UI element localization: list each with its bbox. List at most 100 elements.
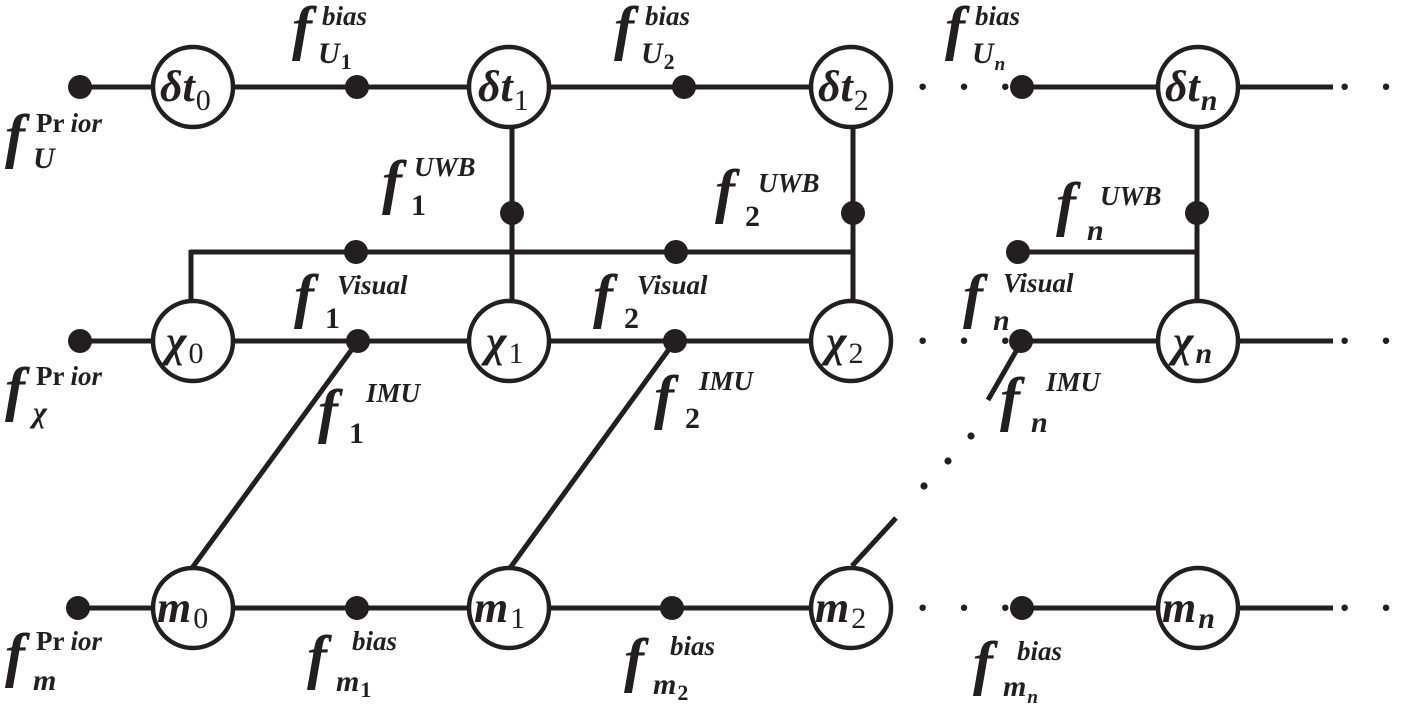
- svg-text:χ: χ: [29, 396, 48, 429]
- node-dt0: [150, 44, 236, 130]
- factor-label-uwb-n: f UWB n: [1056, 171, 1162, 247]
- svg-text:Visual: Visual: [637, 270, 708, 300]
- node-m0: [150, 565, 236, 651]
- svg-text:f: f: [654, 364, 679, 430]
- svg-text:mn: mn: [1003, 670, 1038, 708]
- ellipsis-bot-mid: · · ·: [916, 585, 1021, 630]
- svg-text:IMU: IMU: [1045, 367, 1102, 397]
- diagonal-ellipsis: [920, 432, 975, 490]
- svg-text:f: f: [1000, 366, 1025, 432]
- node-m2-label: m2: [815, 583, 866, 635]
- svg-text:1: 1: [325, 302, 340, 335]
- node-m2: [808, 565, 894, 651]
- factor-dot-bias-m2: [660, 596, 684, 620]
- factor-dot-uwb-1: [500, 201, 524, 225]
- ellipses: · · · · · · · · · · · · · · · · · ·: [916, 64, 1421, 630]
- variable-nodes: [150, 44, 1241, 651]
- factor-dot-bias-u2: [672, 75, 696, 99]
- factor-label-visual-1: f Visual 1: [294, 263, 408, 335]
- svg-text:f: f: [5, 103, 30, 169]
- svg-text:IMU: IMU: [698, 366, 755, 396]
- svg-text:f: f: [614, 0, 639, 61]
- factor-dot-visual-bar-2: [664, 240, 688, 264]
- node-m0-label: m0: [157, 583, 208, 635]
- svg-text:bias: bias: [975, 1, 1020, 31]
- svg-text:f: f: [1056, 171, 1081, 237]
- svg-text:f: f: [292, 0, 317, 61]
- factor-dot-imu-1: [346, 329, 370, 353]
- factor-label-visual-2: f Visual 2: [593, 263, 708, 335]
- svg-text:m1: m1: [336, 665, 371, 702]
- factor-label-imu-1: f IMU 1: [318, 378, 422, 450]
- svg-text:f: f: [624, 627, 649, 693]
- factor-dot-bias-un: [1010, 75, 1034, 99]
- factor-dot-bias-m1: [345, 596, 369, 620]
- svg-text:Visual: Visual: [1003, 268, 1074, 298]
- factor-dots: [66, 75, 1209, 620]
- svg-text:2: 2: [624, 302, 639, 335]
- node-mn: [1155, 565, 1241, 651]
- node-m1: [466, 565, 552, 651]
- node-x2: [808, 298, 894, 384]
- svg-text:UWB: UWB: [758, 168, 820, 198]
- node-m1-label: m1: [474, 583, 525, 635]
- svg-text:bias: bias: [352, 626, 397, 656]
- svg-text:f: f: [5, 622, 30, 688]
- factor-dot-uwb-n: [1185, 201, 1209, 225]
- node-dt1-label: δt1: [478, 62, 529, 117]
- svg-text:f: f: [945, 0, 970, 61]
- svg-text:n: n: [1087, 214, 1104, 247]
- factor-dot-imu-n: [1009, 329, 1033, 353]
- svg-text:2: 2: [745, 200, 760, 233]
- factor-label-bias-m1: f bias m1: [307, 624, 397, 702]
- factor-label-bias-u2: f bias U2: [614, 0, 690, 74]
- svg-text:UWB: UWB: [1100, 181, 1162, 211]
- svg-text:bias: bias: [645, 1, 690, 31]
- svg-text:f: f: [5, 356, 30, 422]
- node-xn: [1155, 298, 1241, 384]
- svg-text:Visual: Visual: [337, 270, 408, 300]
- svg-text:1: 1: [411, 189, 426, 222]
- factor-label-bias-m2: f bias m2: [624, 627, 715, 705]
- edge-imu1-m0: [189, 339, 361, 570]
- node-dt1: [466, 44, 552, 130]
- factor-dot-visual-bar-1: [344, 240, 368, 264]
- svg-text:1: 1: [349, 417, 364, 450]
- node-dt2-label: δt2: [818, 62, 869, 117]
- svg-text:bias: bias: [670, 631, 715, 661]
- factor-label-bias-mn: f bias mn: [973, 630, 1062, 708]
- svg-text:IMU: IMU: [365, 378, 422, 408]
- factor-label-imu-n: f IMU n: [1000, 366, 1102, 439]
- node-mn-label: mn: [1162, 583, 1215, 635]
- svg-text:U: U: [33, 142, 56, 175]
- node-dtn: [1155, 44, 1241, 130]
- svg-text:f: f: [715, 158, 740, 224]
- ellipsis-top-end: · · ·: [1338, 64, 1421, 109]
- svg-text:f: f: [307, 624, 332, 690]
- factor-dot-prior-x: [68, 329, 92, 353]
- svg-text:U1: U1: [318, 37, 352, 74]
- factor-dot-imu-2: [663, 329, 687, 353]
- factor-label-uwb-2: f UWB 2: [715, 158, 820, 233]
- ellipsis-mid-mid: · · ·: [916, 318, 1021, 363]
- svg-text:m: m: [33, 664, 56, 697]
- svg-text:n: n: [993, 304, 1010, 337]
- variable-labels: δt0 δt1 δt2 δtn χ0 χ1 χ2 χn m0 m1 m2 mn: [157, 62, 1217, 635]
- svg-text:bias: bias: [1017, 636, 1062, 666]
- factor-label-imu-2: f IMU 2: [654, 364, 755, 435]
- factor-dot-bias-u1: [345, 75, 369, 99]
- edge-m2-stub: [850, 516, 898, 568]
- node-x0: [150, 298, 236, 384]
- ellipsis-top-mid: · · ·: [916, 64, 1021, 109]
- factor-dot-visual-n: [1006, 240, 1030, 264]
- svg-text:f: f: [973, 630, 998, 696]
- factor-dot-uwb-2: [841, 201, 865, 225]
- svg-text:bias: bias: [322, 1, 367, 31]
- factor-dot-bias-mn: [1010, 596, 1034, 620]
- svg-text:f: f: [294, 263, 319, 329]
- edges: [78, 84, 1333, 611]
